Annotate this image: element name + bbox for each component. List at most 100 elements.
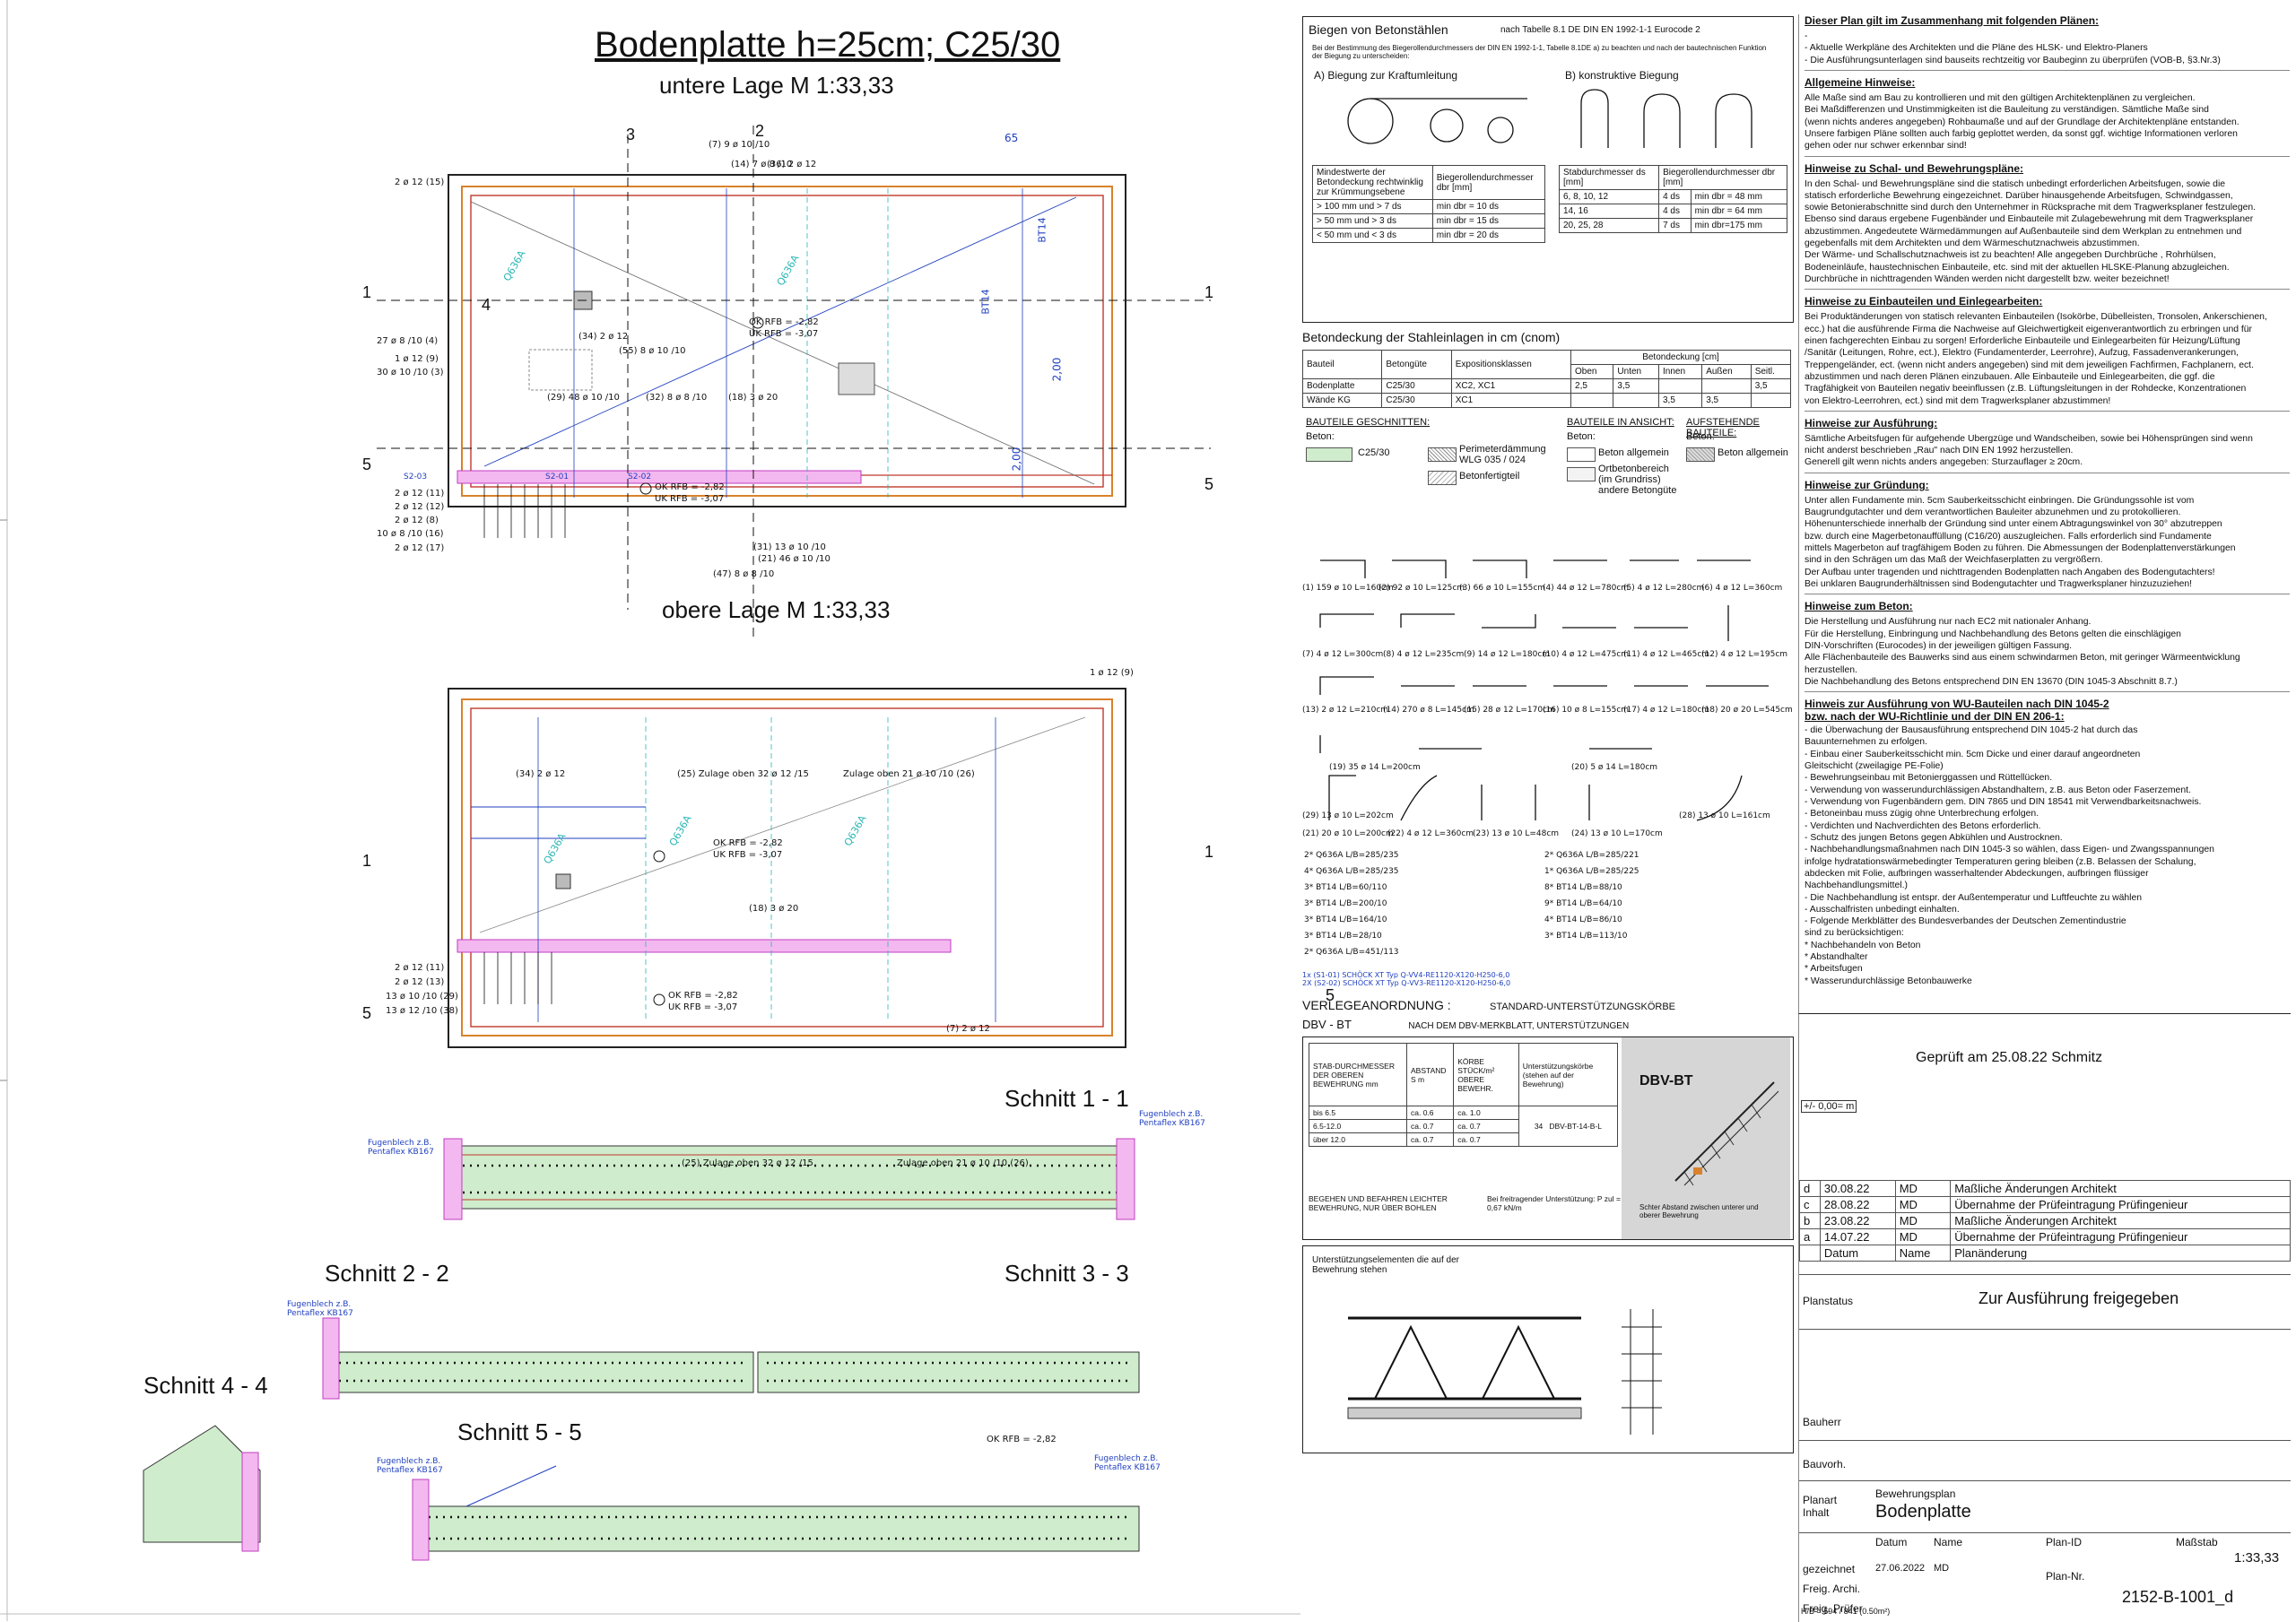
legend-swatch-ortbeton: [1567, 467, 1596, 481]
planid-label: Plan-ID: [2046, 1536, 2083, 1548]
fugenblech-4: Fugenblech z.B. Pentaflex KB167: [377, 1457, 443, 1475]
label-lower-13: (34) 2 ø 12: [578, 332, 629, 342]
mesh-right-item: 4* BT14 L/B=86/10: [1544, 915, 1622, 924]
legend-fertig: Betonfertigteil: [1459, 471, 1520, 481]
verlege-head: KÖRBE STÜCK/m² OBERE BEWEHR.: [1453, 1043, 1519, 1106]
bar-item: (22) 4 ø 12 L=360cm: [1387, 829, 1474, 838]
bending-table-b: Stabdurchmesser ds [mm]Biegerollendurchm…: [1558, 165, 1788, 233]
verlege-walk: BEGEHEN UND BEFAHREN LEICHTER BEWEHRUNG,…: [1309, 1194, 1448, 1212]
notes-s1-title: Allgemeine Hinweise:: [1805, 75, 1916, 89]
general-notes: Dieser Plan gilt im Zusammenhang mit fol…: [1798, 14, 2290, 1019]
section-label-zulage: (25) Zulage oben 32 ø 12 /15: [682, 1158, 813, 1168]
section-title-2: Schnitt 2 - 2: [325, 1260, 449, 1287]
plan-nr-label: Plan-Nr.: [2046, 1570, 2085, 1583]
dim-65: 65: [1004, 132, 1019, 144]
verlege-cell: ca. 0.7: [1405, 1119, 1455, 1133]
mesh-tag-bt14-2: BT14: [1036, 217, 1048, 243]
bar-item: (16) 10 ø 8 L=155cm: [1543, 706, 1630, 715]
support-panel: Unterstützungselementen die auf der Bewe…: [1302, 1245, 1794, 1453]
section-marker-2: 2: [755, 122, 765, 140]
mesh-list: 2* Q636A L/B=285/235 4* Q636A L/B=285/23…: [1302, 851, 1794, 967]
label-upper-0: 1 ø 12 (9): [1090, 668, 1134, 678]
label-upper-4: (18) 3 ø 20: [749, 904, 799, 914]
cover-head: Innen: [1657, 364, 1703, 379]
rev-cell: MD: [1894, 1228, 1952, 1245]
bar-item: (15) 28 ø 12 L=170cm: [1464, 706, 1555, 715]
verlege-cell: 6.5-12.0: [1309, 1119, 1407, 1133]
label-lower-5: 2 ø 12 (12): [395, 502, 445, 512]
bar-item: (9) 14 ø 12 L=180cm: [1464, 650, 1551, 659]
bar-item: (5) 4 ø 12 L=280cm: [1623, 584, 1705, 593]
legend-up: AUFSTEHENDE BAUTEILE:: [1686, 417, 1760, 438]
cover-cell: 3,5: [1701, 393, 1752, 408]
ok-rfb-lower-2: OK RFB = -2,82: [655, 482, 725, 492]
verlege-head: STAB-DURCHMESSER DER OBEREN BEWEHRUNG mm: [1309, 1043, 1407, 1106]
cover-head: Seitl.: [1750, 364, 1792, 379]
freig-pruefer-label: Freig. Prüfer: [1803, 1602, 1863, 1615]
label-lower-11: (36) 2 ø 12: [767, 160, 817, 169]
cover-cell: [1701, 378, 1752, 394]
rev-cell: Übernahme der Prüfeintragung Prüfingenie…: [1950, 1228, 2291, 1245]
bar-item: (7) 4 ø 12 L=300cm: [1302, 650, 1384, 659]
label-lower-2: 1 ø 12 (9): [395, 354, 439, 364]
cover-group: Betondeckung [cm]: [1570, 350, 1791, 365]
cover-head: Betongüte: [1381, 350, 1452, 379]
bar-item: (29) 13 ø 10 L=202cm: [1302, 811, 1394, 820]
section-marker-5: 5: [362, 455, 372, 473]
verlege-title: VERLEGEANORDNUNG :: [1302, 998, 1451, 1012]
rev-cell: Maßliche Änderungen Architekt: [1950, 1180, 2291, 1197]
freig-archi-label: Freig. Archi.: [1803, 1583, 1861, 1595]
table-b-cell: 4 ds: [1658, 189, 1692, 204]
section-1-1: [443, 1138, 1135, 1220]
bar-item: (3) 66 ø 10 L=155cm: [1459, 584, 1546, 593]
rev-cell: MD: [1894, 1212, 1952, 1229]
table-b-cell: min dbr = 64 mm: [1690, 204, 1788, 219]
legend-panel: BAUTEILE GESCHNITTEN: Beton: C25/30 Peri…: [1302, 417, 1794, 516]
label-upper-6: 2 ø 12 (11): [395, 963, 445, 973]
divider: [1799, 1480, 2291, 1481]
middle-column: Biegen von Betonstählen nach Tabelle 8.1…: [1301, 16, 1794, 1453]
section-2-2: [322, 1317, 754, 1400]
section-title-1: Schnitt 1 - 1: [1004, 1085, 1129, 1112]
mesh-left-item: 2* Q636A L/B=285/235: [1304, 851, 1399, 860]
verlege-cell: ca. 0.7: [1453, 1132, 1519, 1147]
section-marker-5-right: 5: [1205, 475, 1214, 493]
mesh-left-item: 3* BT14 L/B=200/10: [1304, 899, 1387, 908]
section-marker-1-upper-right: 1: [1205, 843, 1214, 861]
notes-column: Dieser Plan gilt im Zusammenhang mit fol…: [1798, 9, 2291, 1622]
section-5-5: [412, 1465, 1140, 1561]
cover-cell: 3,5: [1657, 393, 1703, 408]
section-4-4: [143, 1425, 261, 1552]
bar-item: (17) 4 ø 12 L=180cm: [1623, 706, 1710, 715]
section-3-3: [757, 1351, 1140, 1393]
bar-item: (24) 13 ø 10 L=170cm: [1571, 829, 1663, 838]
cover-cell: C25/30: [1381, 393, 1452, 408]
table-a-cell: min dbr = 20 ds: [1431, 228, 1546, 243]
bending-norm: nach Tabelle 8.1 DE DIN EN 1992-1-1 Euro…: [1500, 25, 1700, 35]
bar-item: (20) 5 ø 14 L=180cm: [1571, 763, 1658, 772]
fugenblech-5: Fugenblech z.B. Pentaflex KB167: [1094, 1454, 1161, 1472]
name-label: Name: [1934, 1536, 1963, 1548]
rev-cell: 23.08.22: [1819, 1212, 1896, 1229]
label-lower-7: 10 ø 8 /10 (16): [377, 529, 444, 539]
notes-s7: - die Überwachung der Bausausführung ent…: [1805, 725, 2214, 986]
notes-s3: Bei Produktänderungen von statisch relev…: [1805, 311, 2290, 412]
label-upper-2: (25) Zulage oben 32 ø 12 /15: [677, 769, 809, 779]
cover-head: Außen: [1701, 364, 1752, 379]
cover-cell: [1657, 378, 1703, 394]
legend-swatch-green: [1306, 447, 1352, 462]
rev-cell: b: [1799, 1212, 1821, 1229]
notes-s2: In den Schal- und Bewehrungspläne sind d…: [1805, 178, 2290, 291]
table-a-head-0: Mindestwerte der Betondeckung rechtwinkl…: [1312, 165, 1433, 200]
cover-cell: XC2, XC1: [1450, 378, 1572, 394]
bar-item: (21) 20 ø 10 L=200cm: [1302, 829, 1394, 838]
dbv-title: DBV - BT: [1302, 1018, 1352, 1031]
table-b-cell: 14, 16: [1558, 204, 1660, 219]
section-marker-1-right: 1: [1205, 283, 1214, 301]
mesh-left-item: 2* Q636A L/B=451/113: [1304, 948, 1399, 957]
mesh-left-item: 3* BT14 L/B=28/10: [1304, 932, 1382, 941]
bar-item: (19) 35 ø 14 L=200cm: [1329, 763, 1421, 772]
case-b: B) konstruktive Biegung: [1565, 69, 1679, 82]
bar-item: (8) 4 ø 12 L=235cm: [1383, 650, 1465, 659]
legend-swatch-up: [1686, 447, 1715, 462]
